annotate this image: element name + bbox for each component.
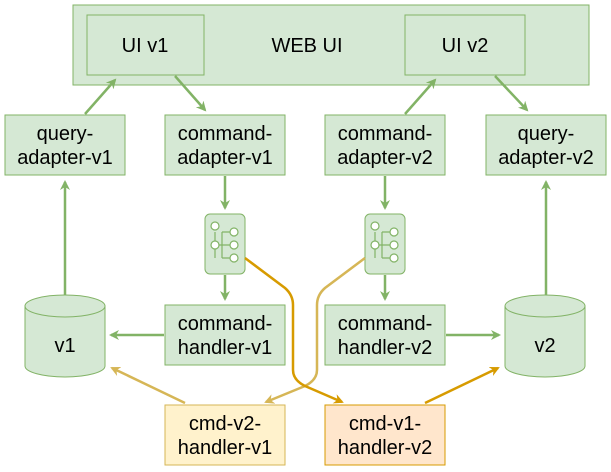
command-adapter-v1-line2: adapter-v1 [177,147,273,169]
database-v2-label: v2 [534,335,555,357]
cmd-v2-handler-v1-line2: handler-v1 [178,437,273,459]
command-handler-v2-line1: command- [338,313,432,335]
edge-ui-v2-to-query-adapter-v2 [494,75,529,112]
web-ui-label: WEB UI [271,35,342,57]
command-handler-v1-line2: handler-v1 [178,337,273,359]
query-adapter-v2-box: query- adapter-v2 [485,114,607,176]
query-adapter-v2-line1: query- [518,123,575,145]
topic-queue-icon [204,213,246,275]
database-v2: v2 [504,294,586,378]
cmd-v1-handler-v2-line2: handler-v2 [338,437,433,459]
ui-v1-label: UI v1 [122,35,169,57]
query-adapter-v1-line2: adapter-v1 [17,147,113,169]
ui-v1-box: UI v1 [86,14,205,76]
edge-query-adapter-v1-to-ui-v1 [84,78,117,115]
topic-queue-icon [364,213,406,275]
edge-ui-v1-to-command-adapter-v1 [174,75,207,112]
cmd-v2-handler-v1-box: cmd-v2- handler-v1 [164,404,286,466]
ui-v2-label: UI v2 [442,35,489,57]
cmd-v1-handler-v2-line1: cmd-v1- [349,413,421,435]
query-adapter-v1-line1: query- [37,123,94,145]
database-v1-label: v1 [54,335,75,357]
command-adapter-v2-box: command- adapter-v2 [324,114,446,176]
command-adapter-v1-box: command- adapter-v1 [164,114,286,176]
edge-cmd-v1-handler-v2-to-db-v2 [424,366,500,405]
command-handler-v2-line2: handler-v2 [338,337,433,359]
edge-command-adapter-v2-to-ui-v2 [404,78,437,115]
command-handler-v1-box: command- handler-v1 [164,304,286,366]
command-handler-v1-line1: command- [178,313,272,335]
command-adapter-v1-line1: command- [178,123,272,145]
command-adapter-v2-line2: adapter-v2 [337,147,433,169]
command-adapter-v2-line1: command- [338,123,432,145]
edge-cmd-v2-handler-v1-to-db-v1 [110,366,186,405]
command-handler-v2-box: command- handler-v2 [324,304,446,366]
cmd-v1-handler-v2-box: cmd-v1- handler-v2 [324,404,446,466]
edge-topic-v2-to-cmd-v2-handler-v1 [264,257,366,404]
edge-topic-v1-to-cmd-v1-handler-v2 [244,257,344,404]
database-v1: v1 [24,294,106,378]
ui-v2-box: UI v2 [404,14,526,76]
cmd-v2-handler-v1-line1: cmd-v2- [189,413,261,435]
query-adapter-v2-line2: adapter-v2 [498,147,594,169]
query-adapter-v1-box: query- adapter-v1 [4,114,126,176]
